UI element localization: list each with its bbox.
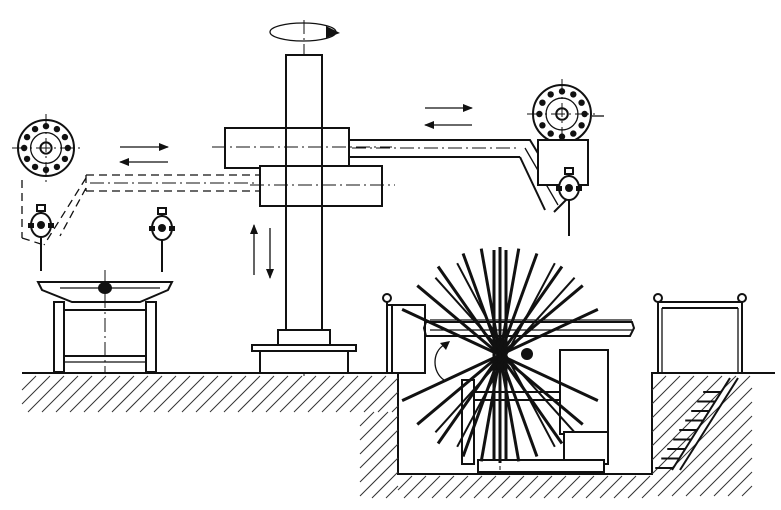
- stairs: [655, 377, 739, 471]
- carriage: [212, 127, 395, 207]
- guard-railing-left: [382, 293, 426, 374]
- guard-railing-right: [653, 293, 747, 373]
- pit-wall-hatching: [359, 411, 399, 499]
- column-rotation-arrow: [269, 22, 340, 42]
- roller-bed: [36, 270, 174, 373]
- flux-reel-left: [12, 114, 80, 182]
- welding-head-mid: [149, 207, 175, 272]
- wheel-turning-rollers: [422, 319, 636, 473]
- vertical-travel-arrows: [250, 224, 274, 279]
- welding-head-right: [556, 167, 582, 236]
- boom-travel-arrows-left: [119, 143, 169, 166]
- boom-travel-arrows-right: [424, 104, 473, 129]
- welding-head-left-dashed: [28, 204, 54, 271]
- workpiece-rotation-arrow: [434, 341, 450, 381]
- ground-hatching: [21, 375, 399, 413]
- ground: [21, 372, 775, 499]
- workpiece-star-frame: [401, 247, 599, 470]
- pit-floor-hatching: [397, 475, 653, 499]
- horizontal-boom-alt-position: [21, 174, 260, 246]
